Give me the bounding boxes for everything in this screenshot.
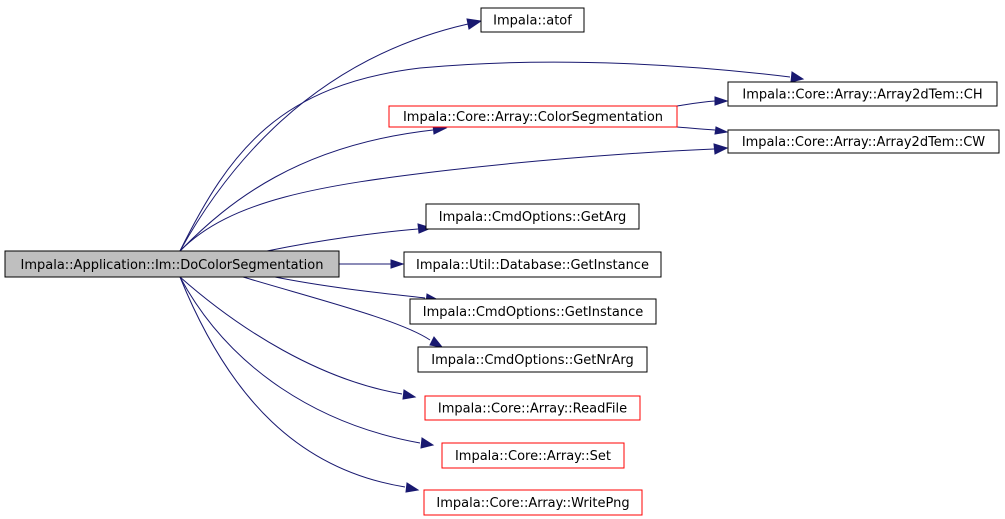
node-colorseg-label: Impala::Core::Array::ColorSegmentation [403, 110, 663, 125]
node-readfile[interactable]: Impala::Core::Array::ReadFile [424, 395, 641, 421]
node-set-label: Impala::Core::Array::Set [455, 449, 611, 464]
edge-root-to-colorseg [179, 124, 448, 252]
node-set[interactable]: Impala::Core::Array::Set [441, 442, 625, 469]
node-root-label: Impala::Application::Im::DoColorSegmenta… [21, 258, 324, 273]
node-ch[interactable]: Impala::Core::Array::Array2dTem::CH [727, 81, 998, 107]
node-colorseg[interactable]: Impala::Core::Array::ColorSegmentation [388, 105, 678, 128]
node-dbinstance[interactable]: Impala::Util::Database::GetInstance [403, 251, 662, 278]
node-atof-label: Impala::atof [493, 14, 572, 29]
edge-root-to-set [179, 276, 435, 449]
node-cmdinstance-label: Impala::CmdOptions::GetInstance [423, 305, 643, 320]
node-readfile-label: Impala::Core::Array::ReadFile [438, 402, 627, 417]
node-getarg-label: Impala::CmdOptions::GetArg [439, 210, 626, 225]
node-dbinstance-label: Impala::Util::Database::GetInstance [416, 258, 649, 273]
node-getnrarg-label: Impala::CmdOptions::GetNrArg [431, 353, 633, 368]
node-getarg[interactable]: Impala::CmdOptions::GetArg [425, 203, 640, 230]
edge-root-to-getnrarg [242, 276, 444, 348]
edges [179, 18, 805, 493]
node-cw-label: Impala::Core::Array::Array2dTem::CW [742, 135, 985, 150]
edge-root-to-cw [179, 143, 729, 252]
edge-root-to-writepng [179, 276, 420, 493]
edge-colorseg-to-cw [676, 126, 729, 135]
node-writepng-label: Impala::Core::Array::WritePng [436, 496, 629, 511]
edge-root-to-getarg [266, 223, 433, 252]
node-cw[interactable]: Impala::Core::Array::Array2dTem::CW [727, 129, 1000, 154]
node-getnrarg[interactable]: Impala::CmdOptions::GetNrArg [417, 346, 648, 373]
edge-root-to-readfile [179, 276, 417, 400]
node-atof[interactable]: Impala::atof [480, 7, 585, 33]
edge-root-to-dbinstance [339, 259, 405, 269]
node-root[interactable]: Impala::Application::Im::DoColorSegmenta… [4, 250, 340, 278]
nodes: Impala::Application::Im::DoColorSegmenta… [4, 7, 1000, 516]
node-writepng[interactable]: Impala::Core::Array::WritePng [423, 489, 643, 516]
edge-root-to-atof [179, 18, 483, 252]
node-cmdinstance[interactable]: Impala::CmdOptions::GetInstance [409, 298, 657, 325]
edge-colorseg-to-ch [676, 96, 729, 107]
edge-root-to-ch [179, 61, 805, 252]
node-ch-label: Impala::Core::Array::Array2dTem::CH [742, 88, 982, 103]
